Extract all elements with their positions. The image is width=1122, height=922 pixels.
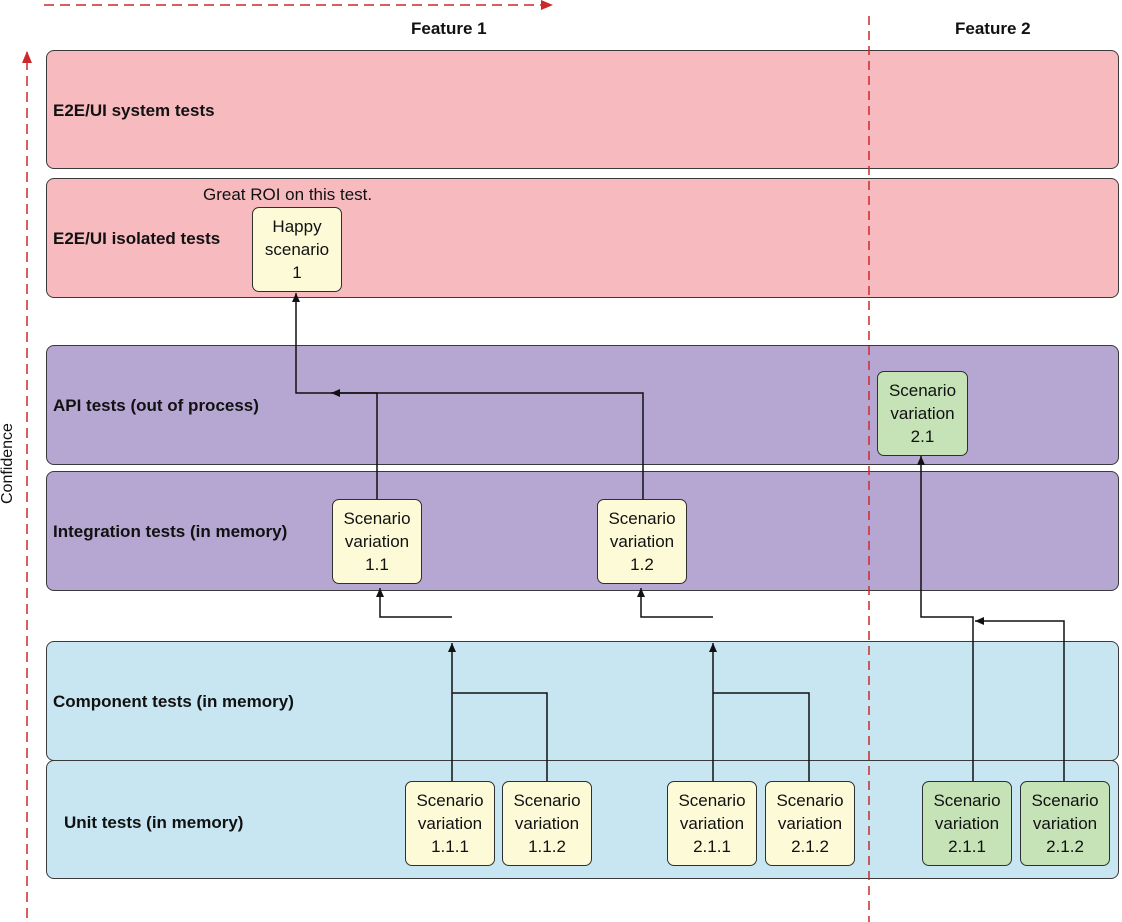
column-title-feature-2: Feature 2: [955, 19, 1031, 38]
card-int11-line-1: Scenario: [343, 509, 411, 528]
column-title-feature-1: Feature 1: [411, 19, 487, 38]
card-unit211b-line-1: Scenario: [933, 791, 1001, 810]
card-scenario-variation-1-1-1: Scenario variation 1.1.1: [405, 781, 495, 866]
card-unit112-line-2: variation: [514, 814, 580, 833]
card-happy-line-2: scenario: [264, 240, 330, 259]
card-api21-line-1: Scenario: [888, 381, 957, 400]
card-happy-scenario-1: Happy scenario 1: [252, 207, 342, 292]
card-unit211b-line-2: variation: [934, 814, 1000, 833]
card-happy-line-3: 1: [292, 263, 302, 282]
connector-unit-211b-to-api-21: [917, 456, 974, 783]
connector-component-to-int-11: [376, 588, 452, 618]
card-scenario-variation-2-1: Scenario variation 2.1: [877, 371, 968, 456]
layer-label-e2e-system: E2E/UI system tests: [53, 101, 215, 120]
layer-label-integration: Integration tests (in memory): [53, 522, 288, 541]
card-scenario-variation-2-1-1-feature-2: Scenario variation 2.1.1: [922, 781, 1012, 866]
connector-int-12-join: [331, 389, 644, 502]
card-unit212a-line-3: 2.1.2: [791, 837, 829, 856]
card-scenario-variation-1-1-2: Scenario variation 1.1.2: [502, 781, 592, 866]
card-unit112-line-1: Scenario: [513, 791, 581, 810]
card-unit111-line-1: Scenario: [416, 791, 484, 810]
card-scenario-variation-1-2: Scenario variation 1.2: [597, 499, 687, 584]
card-unit211a-line-1: Scenario: [678, 791, 746, 810]
layer-e2e-isolated: E2E/UI isolated tests: [46, 178, 1119, 298]
connector-int-11-to-happy: [292, 293, 378, 502]
card-unit211b-line-3: 2.1.1: [948, 837, 986, 856]
connector-unit-212a-join: [713, 692, 810, 783]
card-happy-line-1: Happy: [272, 217, 322, 236]
layer-label-component: Component tests (in memory): [53, 692, 294, 711]
layer-label-api: API tests (out of process): [53, 396, 259, 415]
roi-annotation: Great ROI on this test.: [203, 185, 373, 204]
connector-unit-112-join: [452, 692, 548, 783]
card-api21-line-3: 2.1: [910, 427, 935, 446]
card-unit111-line-3: 1.1.1: [431, 837, 469, 856]
card-scenario-variation-2-1-2-feature-2: Scenario variation 2.1.2: [1020, 781, 1110, 866]
connector-unit-212b-join: [975, 617, 1065, 783]
layer-e2e-system: E2E/UI system tests: [46, 50, 1119, 169]
card-unit211a-line-2: variation: [679, 814, 745, 833]
connector-component-to-int-12: [637, 588, 713, 618]
card-int11-line-3: 1.1: [365, 555, 389, 574]
card-unit112-line-3: 1.1.2: [528, 837, 566, 856]
card-unit212b-line-3: 2.1.2: [1046, 837, 1084, 856]
card-unit211a-line-3: 2.1.1: [693, 837, 731, 856]
card-int12-line-3: 1.2: [630, 555, 654, 574]
card-scenario-variation-1-1: Scenario variation 1.1: [332, 499, 422, 584]
card-unit212b-line-2: variation: [1032, 814, 1098, 833]
layer-component: Component tests (in memory): [46, 641, 1119, 761]
card-int12-line-1: Scenario: [608, 509, 676, 528]
card-scenario-variation-2-1-1-feature-1: Scenario variation 2.1.1: [667, 781, 757, 866]
layer-label-unit: Unit tests (in memory): [64, 813, 244, 832]
card-api21-line-2: variation: [890, 404, 955, 423]
card-unit212a-line-2: variation: [777, 814, 843, 833]
card-unit212b-line-1: Scenario: [1031, 791, 1099, 810]
card-int11-line-2: variation: [344, 532, 410, 551]
card-scenario-variation-2-1-2-feature-1: Scenario variation 2.1.2: [765, 781, 855, 866]
card-unit111-line-2: variation: [417, 814, 483, 833]
layer-label-e2e-isolated: E2E/UI isolated tests: [53, 229, 221, 248]
layer-integration: Integration tests (in memory): [46, 471, 1119, 591]
card-unit212a-line-1: Scenario: [776, 791, 844, 810]
card-int12-line-2: variation: [609, 532, 675, 551]
